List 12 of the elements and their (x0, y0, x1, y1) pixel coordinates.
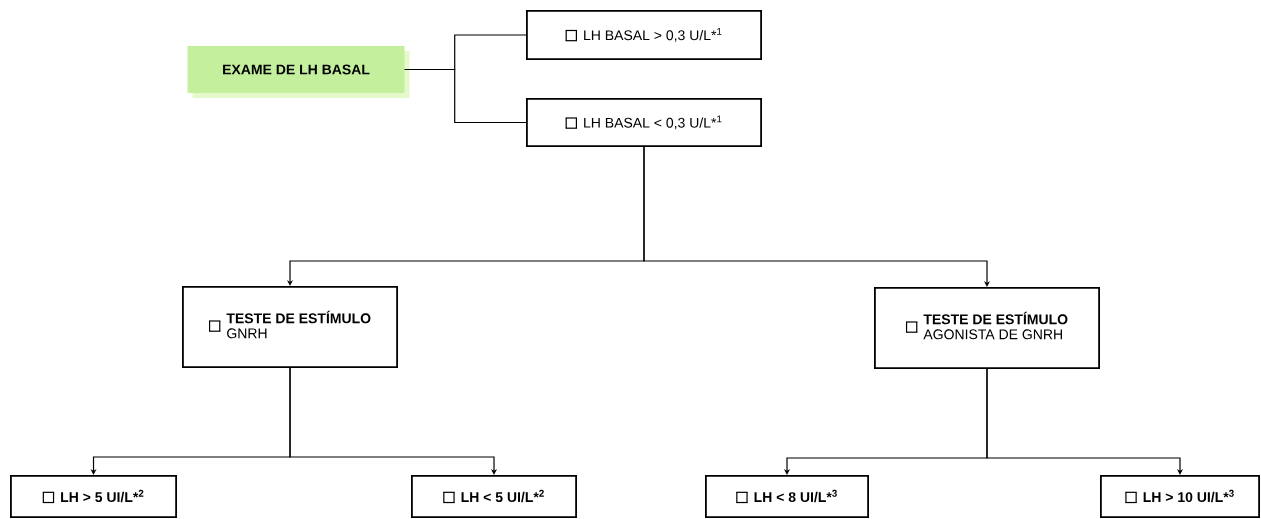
connector-arrow (643, 146, 991, 287)
connector-arrow (986, 368, 1184, 475)
test-box: TESTE DE ESTÍMULO GNRH (182, 286, 398, 368)
result-box: LH BASAL > 0,3 U/L*$^{1}$ (526, 10, 762, 60)
result-box: LH < 5 UI/L*$^{2}$ (411, 475, 577, 518)
result-box: LH > 10 UI/L*$^{3}$ (1100, 475, 1260, 518)
result-box: LH > 5 UI/L*$^{2}$ (10, 475, 177, 518)
result-box: LH < 8 UI/L*$^{3}$ (705, 475, 869, 518)
result-box: LH BASAL < 0,3 U/L*$^{1}$ (526, 98, 762, 147)
connector-arrow (289, 367, 498, 475)
test-box: TESTE DE ESTÍMULO AGONISTA DE GNRH (874, 287, 1100, 369)
start-box: EXAME DE LH BASAL (187, 46, 410, 98)
